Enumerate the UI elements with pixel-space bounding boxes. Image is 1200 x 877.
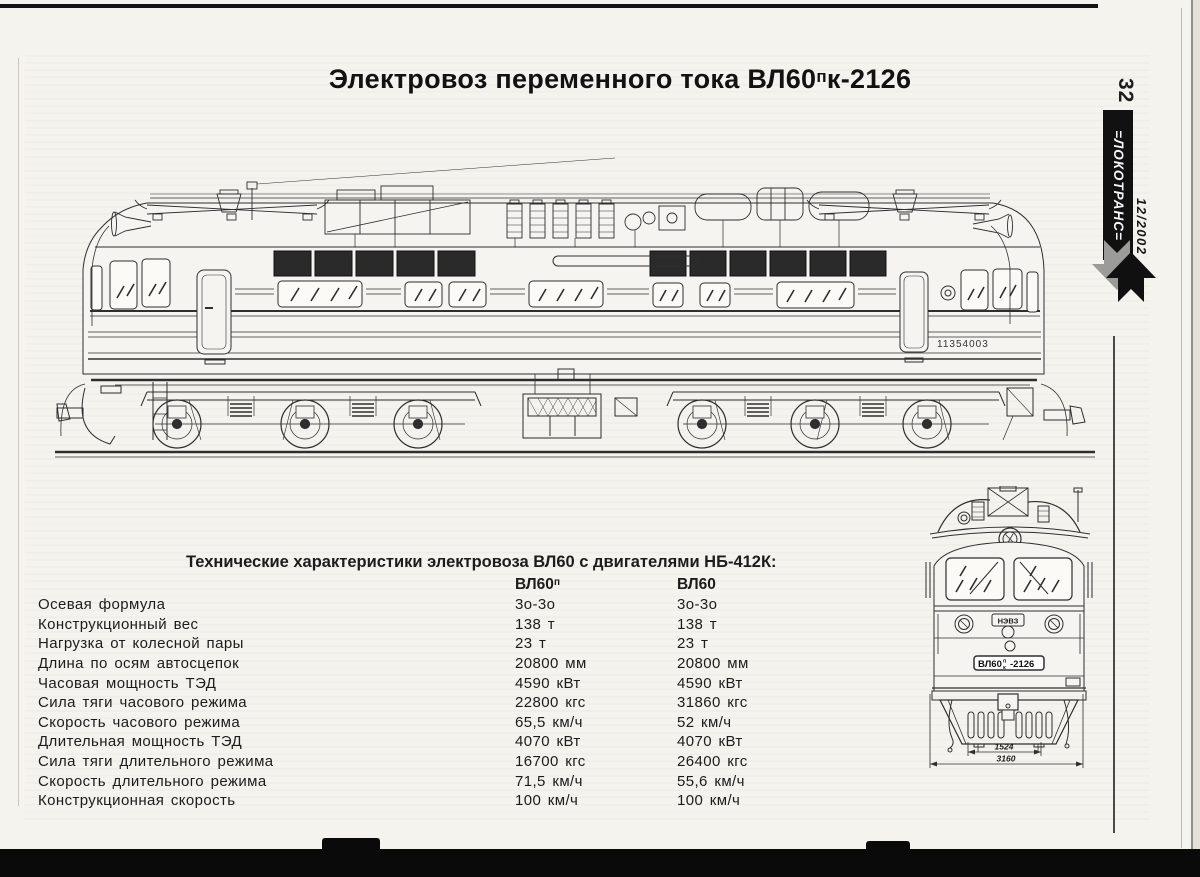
- pilot-snowplow: [931, 690, 1087, 753]
- front-end-right: [1002, 383, 1086, 441]
- page-fold-line: [18, 58, 19, 806]
- svg-text:-2126: -2126: [1010, 659, 1034, 670]
- marker-lights: [954, 614, 1064, 634]
- cab-windows-right: [960, 268, 1039, 313]
- wheels: [152, 399, 952, 449]
- bogies: [140, 391, 1006, 441]
- underbody-tank: [522, 368, 638, 439]
- magazine-logo: =ЛОКОТРАНС=: [1110, 129, 1126, 241]
- pantograph-left: [134, 189, 330, 221]
- page-edge: [1193, 0, 1200, 877]
- side-door-right: [899, 271, 929, 363]
- side-view-drawing: 11354003: [55, 157, 1095, 458]
- louvre-grilles: [273, 250, 887, 277]
- dim-gauge: 1524: [995, 742, 1014, 752]
- scan-edge-bump: [322, 838, 380, 852]
- down-arrow-icon: [1092, 240, 1142, 290]
- magazine-logo-banner: =ЛОКОТРАНС=: [1103, 110, 1133, 260]
- specs-column-vl60p: ВЛ60п: [515, 576, 560, 593]
- scan-edge-bump: [866, 841, 910, 852]
- dimension-lines: [929, 694, 1084, 768]
- svg-text:п: п: [1003, 659, 1006, 665]
- body-number: 11354003: [937, 339, 989, 350]
- svg-text:ВЛ60: ВЛ60: [978, 659, 1002, 670]
- pantograph-right: [806, 189, 1002, 221]
- page-edge: [1191, 0, 1193, 877]
- specs-heading: Технические характеристики электровоза В…: [186, 553, 777, 571]
- svg-text:к: к: [1003, 665, 1006, 671]
- front-end-left: [56, 382, 168, 445]
- margin-arrows: [1092, 240, 1156, 302]
- margin-rule: [1113, 336, 1115, 833]
- body-windows: [277, 280, 855, 309]
- page-edge: [1181, 8, 1182, 848]
- up-arrow-icon: [1106, 252, 1156, 302]
- roof-insulators: [506, 199, 615, 239]
- side-door-left: [196, 269, 232, 365]
- windshields: [945, 557, 1073, 601]
- scan-edge-top: [0, 4, 1098, 8]
- front-view-drawing: НЭВЗ ВЛ60 п к -2126: [925, 486, 1093, 768]
- svg-text:НЭВЗ: НЭВЗ: [998, 617, 1019, 626]
- dim-width: 3160: [997, 754, 1016, 764]
- page-title: Электровоз переменного тока ВЛ60пк-2126: [328, 64, 912, 94]
- side-emblem: [940, 285, 956, 301]
- roof-equipment: [111, 157, 1013, 247]
- scan-edge-bottom: [0, 849, 1200, 877]
- front-pantograph: [929, 486, 1091, 539]
- specs-column-vl60: ВЛ60: [677, 576, 716, 593]
- number-plate: [973, 655, 1045, 671]
